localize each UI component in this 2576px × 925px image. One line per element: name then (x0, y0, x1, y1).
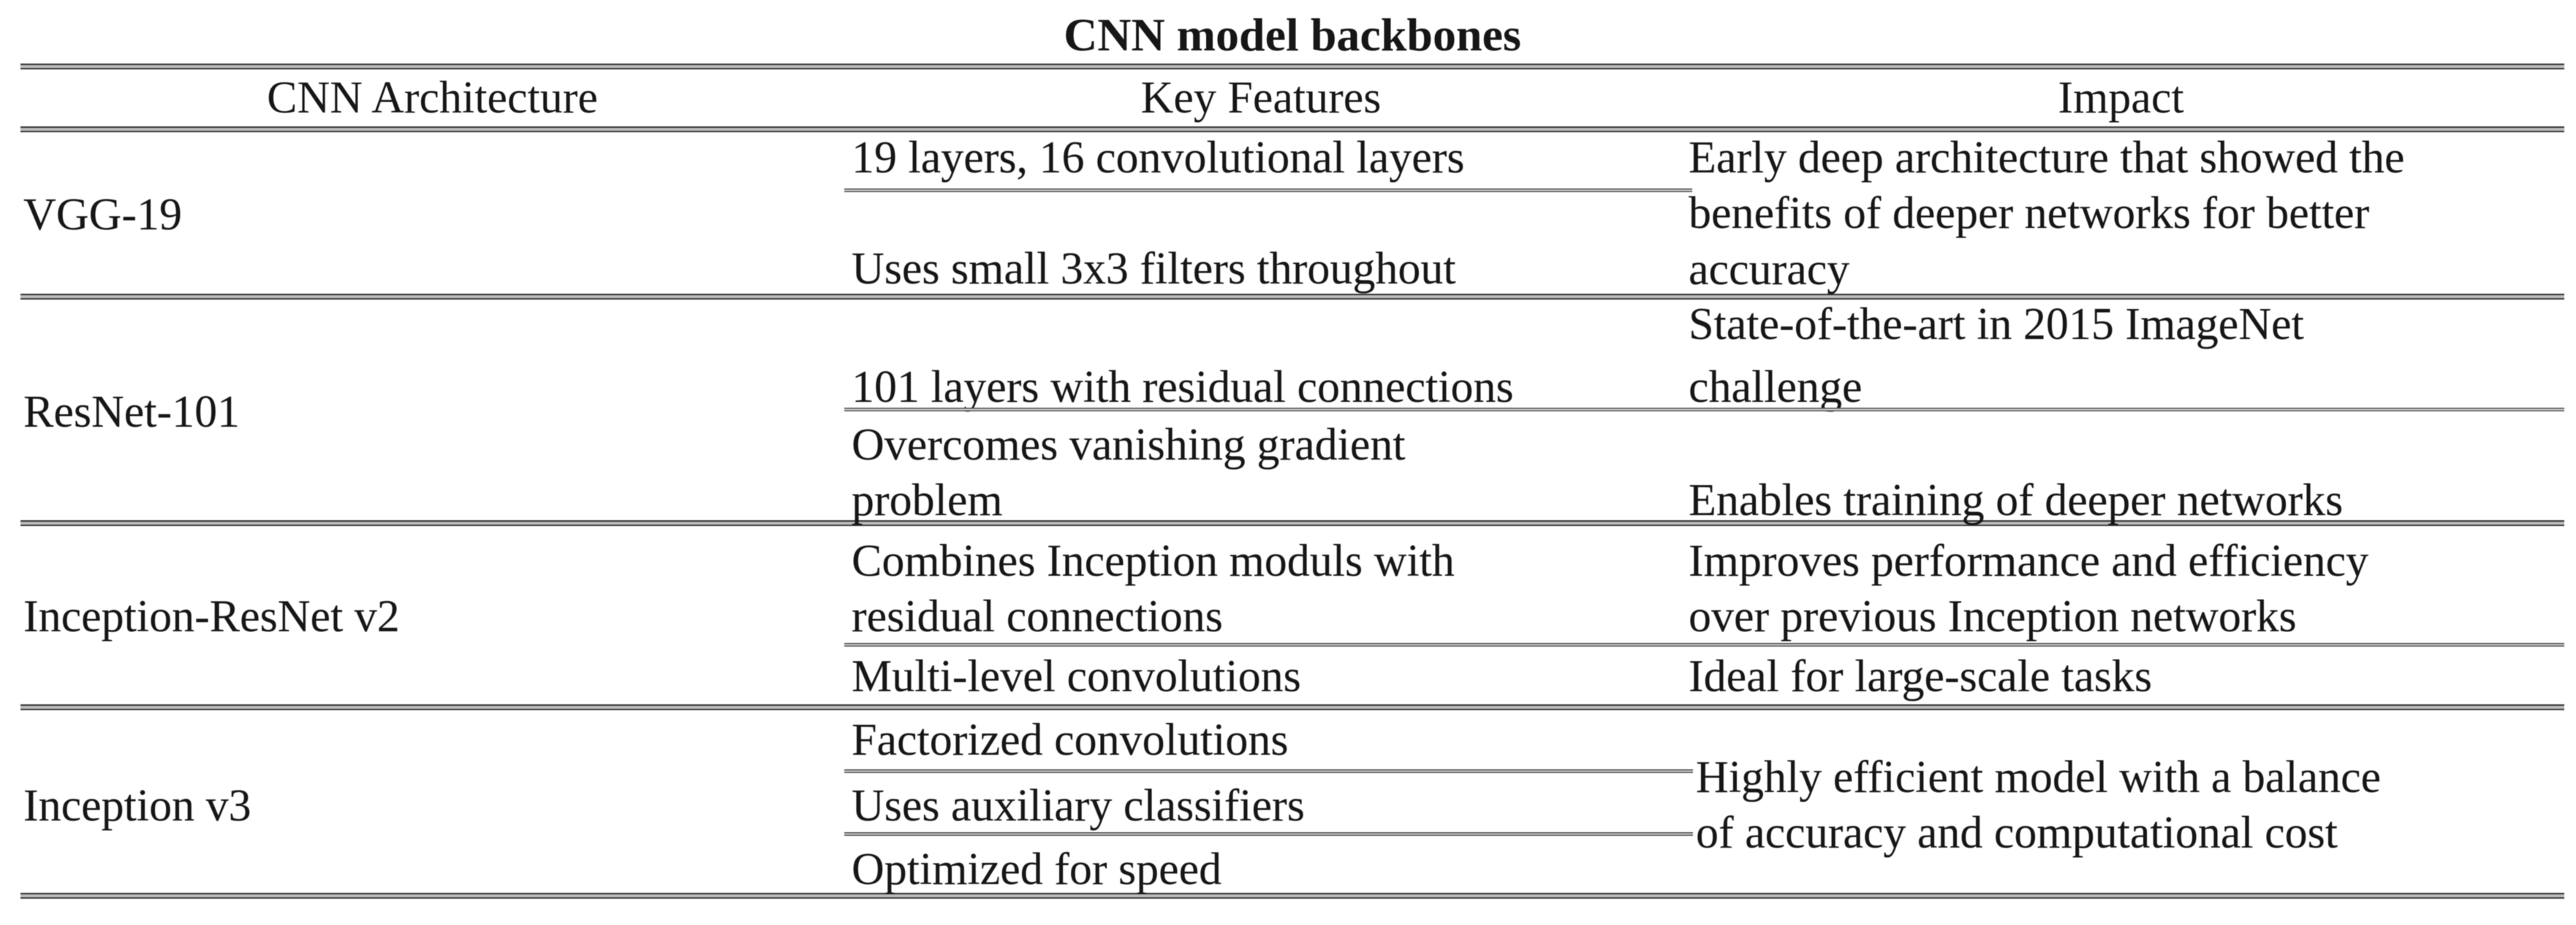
column-header-impact: Impact (2058, 73, 2184, 123)
resnet101-architecture-cell: ResNet-101 (23, 387, 240, 437)
vgg19-impact-line-2: benefits of deeper networks for better (1689, 189, 2370, 238)
inceptionresnetv2-feature-1-line-1: Combines Inception moduls with (852, 536, 1455, 586)
column-header-architecture: CNN Architecture (267, 73, 598, 123)
column-header-key-features: Key Features (1140, 73, 1382, 123)
inceptionresnetv2-subrow-separator (844, 643, 2564, 647)
table-title: CNN model backbones (1064, 9, 1521, 61)
inceptionv3-architecture-cell: Inception v3 (23, 781, 251, 831)
inceptionv3-impact-line-2: of accuracy and computational cost (1696, 808, 2338, 858)
inceptionresnetv2-architecture-cell: Inception-ResNet v2 (23, 592, 400, 642)
resnet101-feature-2-line-2: problem (852, 476, 1003, 525)
inceptionv3-impact-line-1: Highly efficient model with a balance (1696, 753, 2382, 802)
inceptionresnetv2-impact1-line-1: Improves performance and efficiency (1689, 536, 2369, 586)
inceptionresnetv2-impact1-line-2: over previous Inception networks (1689, 592, 2297, 642)
row-separator-resnet-inceptionresnet (20, 520, 2564, 526)
vgg19-impact-line-3: accuracy (1689, 245, 1850, 294)
header-bottom-rule (20, 126, 2564, 132)
vgg19-feature-2: Uses small 3x3 filters throughout (852, 244, 1456, 294)
inceptionv3-feature-1: Factorized convolutions (852, 715, 1289, 765)
resnet101-feature-1: 101 layers with residual connections (852, 362, 1514, 412)
row-separator-vgg-resnet (20, 294, 2564, 300)
resnet101-impact1-line-1: State-of-the-art in 2015 ImageNet (1689, 300, 2304, 349)
vgg19-subrow-separator (844, 189, 1692, 192)
inceptionv3-subrow-separator-1 (844, 769, 1693, 773)
row-separator-inceptionresnet-inceptionv3 (20, 704, 2564, 710)
resnet101-subrow-separator (844, 408, 2564, 411)
inceptionresnetv2-impact2: Ideal for large-scale tasks (1689, 652, 2153, 701)
resnet101-impact2: Enables training of deeper networks (1689, 476, 2344, 525)
inceptionresnetv2-feature-2: Multi-level convolutions (852, 652, 1301, 701)
resnet101-impact1-line-2: challenge (1689, 362, 1863, 412)
resnet101-feature-2-line-1: Overcomes vanishing gradient (852, 420, 1406, 470)
inceptionresnetv2-feature-1-line-2: residual connections (852, 592, 1223, 642)
vgg19-feature-1: 19 layers, 16 convolutional layers (852, 133, 1465, 183)
table-top-rule (20, 64, 2564, 69)
inceptionv3-feature-2: Uses auxiliary classifiers (852, 781, 1305, 831)
vgg19-architecture-cell: VGG-19 (23, 190, 182, 240)
inceptionv3-feature-3: Optimized for speed (852, 845, 1222, 894)
inceptionv3-subrow-separator-2 (844, 832, 1693, 836)
table-bottom-rule (20, 893, 2564, 899)
vgg19-impact-line-1: Early deep architecture that showed the (1689, 133, 2405, 183)
